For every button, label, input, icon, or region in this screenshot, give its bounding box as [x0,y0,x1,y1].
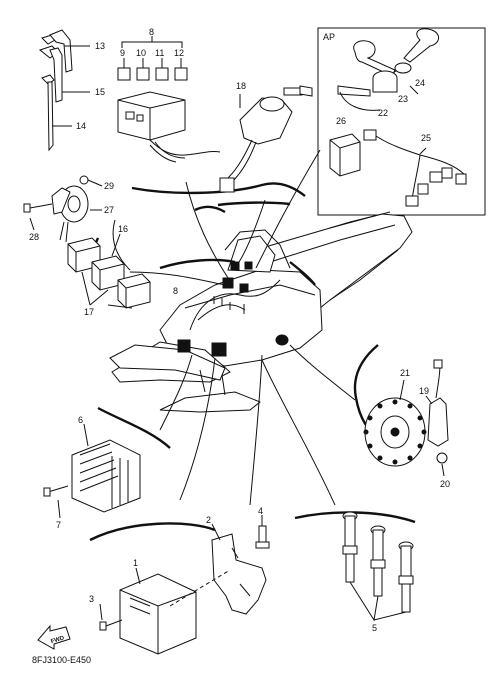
callout-19: 19 [419,386,429,396]
callout-7: 7 [56,520,61,530]
callout-5: 5 [372,623,377,633]
callout-26: 26 [336,116,346,126]
ignition-coils-group [342,511,414,622]
callout-15: 15 [95,87,105,97]
callout-1: 1 [133,558,138,568]
callout-29: 29 [104,181,114,191]
callout-22: 22 [378,108,388,118]
callout-17: 17 [84,307,94,317]
callout-27: 27 [104,205,114,215]
callout-4: 4 [258,506,263,516]
horn-group [23,175,103,243]
leader-lines [112,149,356,506]
callout-6: 6 [78,415,83,425]
callout-2: 2 [206,515,211,525]
ap-kit-parts [329,28,467,207]
callout-9: 9 [120,48,125,58]
callout-3: 3 [89,594,94,604]
callout-11: 11 [155,48,164,58]
relays-group [67,233,151,309]
callout-21: 21 [400,368,410,378]
callout-10: 10 [136,48,146,58]
callout-8-top: 8 [149,27,154,37]
callout-labels: 8 9 10 11 12 13 15 14 18 29 27 28 16 17 … [29,27,450,633]
callout-25: 25 [421,133,431,143]
snowmobile-body [109,211,413,413]
ap-kit-box: AP [317,27,486,216]
callout-20: 20 [440,479,450,489]
cable-clamps-group [38,29,90,152]
callout-16: 16 [118,224,128,234]
flywheel-group [363,359,449,477]
main-switch-group [219,85,313,193]
callout-13: 13 [95,41,105,51]
callout-18: 18 [236,81,246,91]
section-dividers [89,182,416,542]
fwd-arrow-icon: FWD [37,624,71,650]
diagram-code: 8FJ3100-E450 [32,655,92,665]
cdi-unit-group [99,515,270,655]
callout-23: 23 [398,94,408,104]
callout-8-body: 8 [173,286,178,296]
callout-24: 24 [415,78,425,88]
callout-14: 14 [76,121,86,131]
callout-12: 12 [174,48,184,58]
callout-28: 28 [29,232,39,242]
fwd-label: FWD [50,635,65,645]
regulator-group [43,423,141,519]
fuse-box-group [117,36,221,163]
ap-kit-label: AP [323,32,335,42]
